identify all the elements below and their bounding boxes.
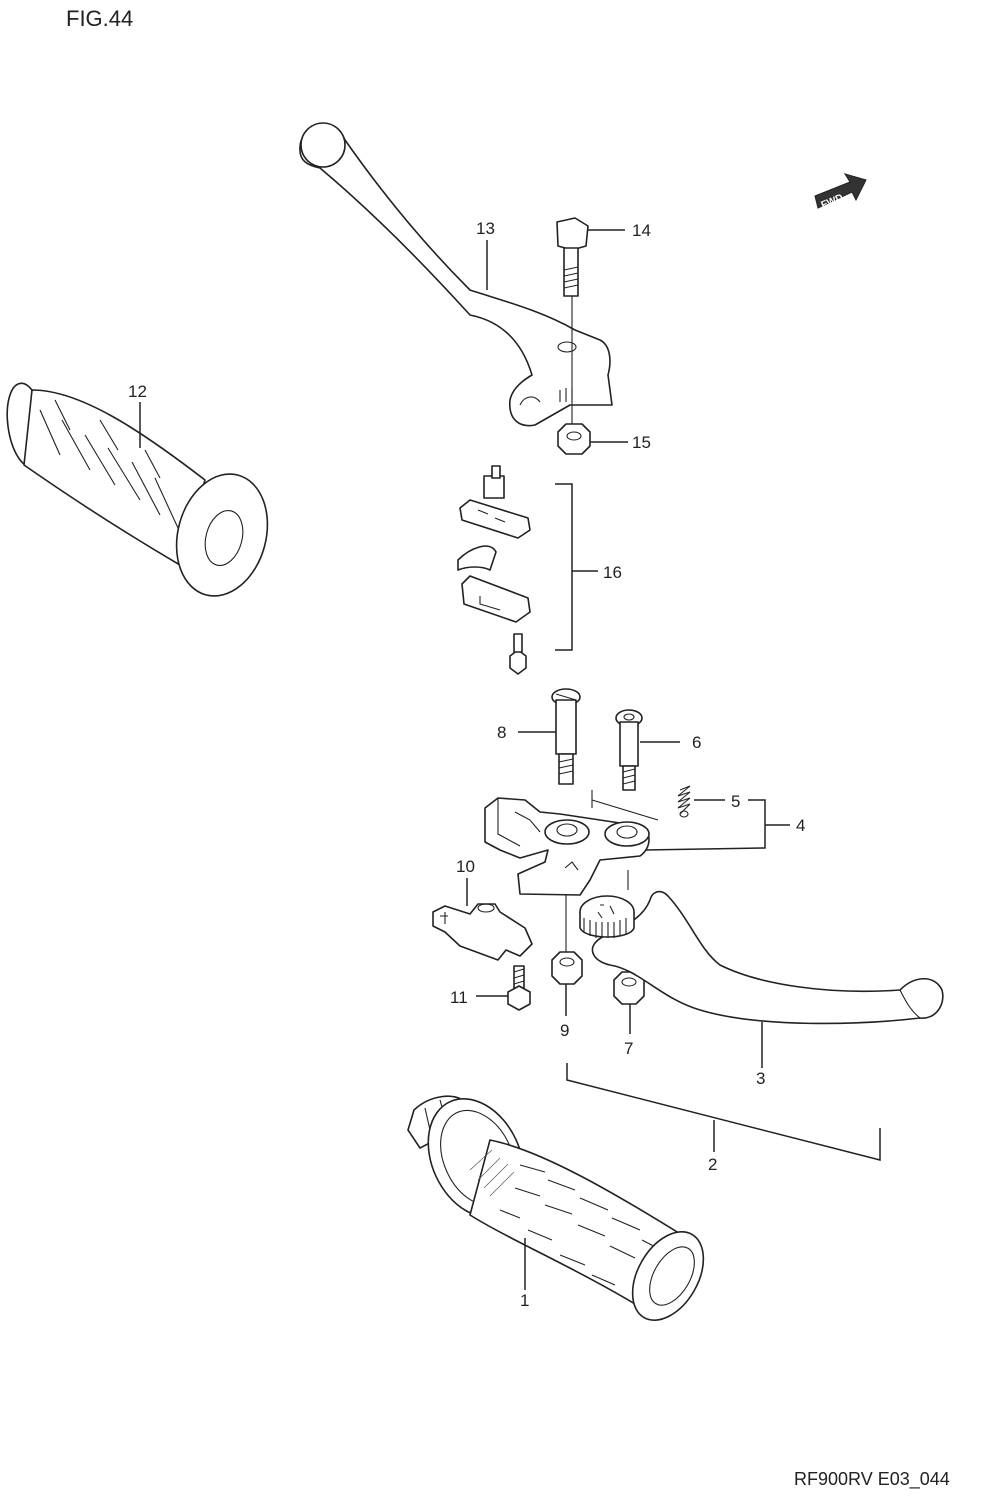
callout-11: 11 — [450, 988, 468, 1007]
callout-9: 9 — [560, 1021, 569, 1040]
fwd-arrow-icon: FWD — [814, 173, 867, 211]
callout-13: 13 — [476, 219, 495, 238]
callout-6: 6 — [692, 733, 701, 752]
part-3-lever — [579, 890, 944, 1068]
part-6-pin — [615, 709, 680, 791]
part-11-screw — [476, 965, 531, 1011]
part-15-nut — [557, 423, 628, 455]
callout-15: 15 — [632, 433, 651, 452]
part-13-lever — [299, 122, 613, 427]
callout-10: 10 — [456, 857, 475, 876]
bracket-2 — [566, 1063, 881, 1161]
callout-5: 5 — [731, 792, 740, 811]
callout-7: 7 — [624, 1039, 633, 1058]
callout-3: 3 — [756, 1069, 765, 1088]
part-8-pivot-bolt — [518, 688, 581, 785]
bracket-4 — [644, 799, 766, 851]
part-7-nut — [613, 870, 645, 1034]
figure-title: FIG.44 — [66, 6, 133, 31]
part-1-grip — [407, 1095, 705, 1321]
diagram-code: RF900RV E03_044 — [794, 1469, 950, 1490]
callout-16: 16 — [603, 563, 622, 582]
callout-12: 12 — [128, 382, 147, 401]
part-16-switch-assembly — [457, 465, 598, 675]
part-12-grip — [6, 382, 269, 597]
callout-2: 2 — [708, 1155, 717, 1174]
callout-8: 8 — [497, 723, 506, 742]
callout-1: 1 — [520, 1291, 529, 1310]
part-14-bolt — [556, 217, 625, 297]
callout-14: 14 — [632, 221, 651, 240]
part-5-spring — [677, 785, 725, 818]
part-9-nut — [551, 895, 583, 1016]
part-10-switch — [432, 878, 533, 961]
callout-4: 4 — [796, 816, 805, 835]
part-4-holder — [484, 790, 659, 896]
